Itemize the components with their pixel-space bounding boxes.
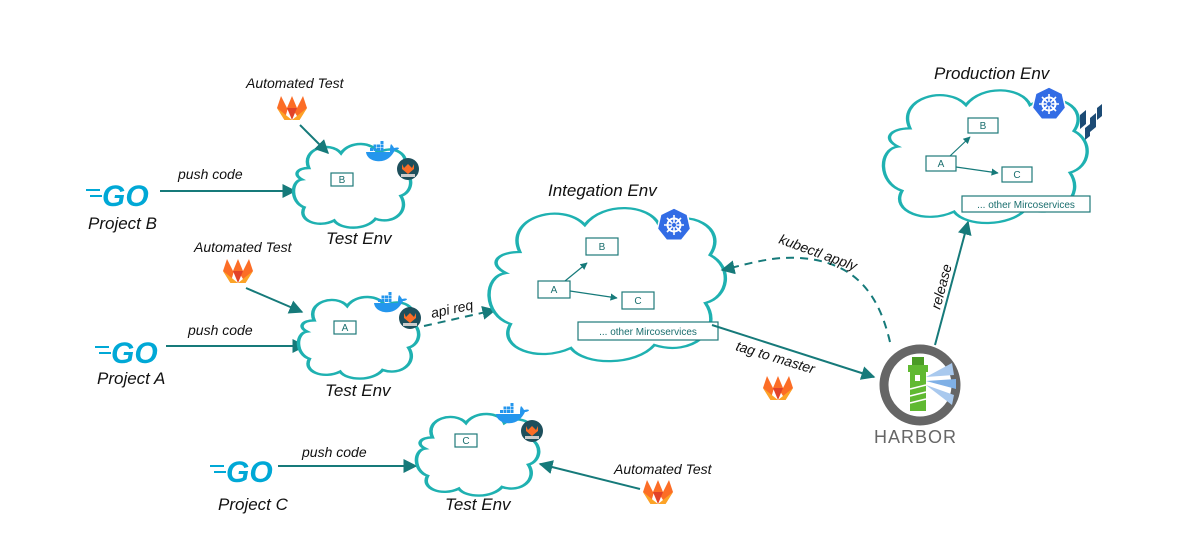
a-to-c-edge (955, 166, 999, 176)
rancher-icon (1080, 104, 1102, 140)
release-edge (934, 220, 972, 346)
service-label: C (634, 296, 641, 307)
project-a-group: GO Project A (95, 337, 165, 388)
api-req-edge (423, 305, 497, 327)
service-label: C (1013, 170, 1020, 181)
gitlab-icon (277, 96, 307, 120)
test-env-b-label: Test Env (326, 229, 393, 248)
gitlab-runner-icon (397, 158, 419, 180)
service-box-b (967, 117, 999, 134)
a-to-b-edge (564, 262, 588, 282)
go-logo-icon: GO (210, 456, 273, 489)
tag-to-master-label: tag to master (734, 338, 818, 378)
automated-test-label-b: Automated Test (245, 75, 345, 91)
push-code-label-c: push code (301, 444, 367, 460)
kubernetes-icon (656, 207, 692, 242)
test-env-b-cloud: B (294, 141, 419, 228)
gitlab-icon (643, 480, 673, 504)
automated-test-edge-c (538, 460, 641, 490)
gitlab-runner-icon (521, 420, 543, 442)
project-c-group: GO Project C (210, 456, 289, 514)
production-env-cloud: B A C ... other Mircoservices (883, 87, 1102, 223)
go-logo-text: GO (226, 456, 273, 489)
project-a-label: Project A (97, 369, 165, 388)
service-box-a (537, 280, 571, 299)
tag-to-master-edge (711, 324, 876, 380)
service-box-a (925, 155, 957, 172)
project-b-group: GO Project B (86, 180, 157, 233)
service-box-b (330, 172, 354, 187)
test-env-a-cloud: A (299, 292, 421, 379)
lighthouse-icon (910, 371, 926, 411)
automated-test-edge-a (245, 287, 304, 314)
service-label: C (462, 436, 469, 447)
go-logo-text: GO (102, 180, 149, 213)
automated-test-label-a: Automated Test (193, 239, 293, 255)
go-logo-icon: GO (86, 180, 149, 213)
other-microservices-label: ... other Mircoservices (599, 327, 697, 338)
other-microservices-box (961, 195, 1091, 213)
api-req-label: api req (429, 296, 474, 321)
gitlab-icon (763, 376, 793, 400)
test-env-a-label: Test Env (325, 381, 392, 400)
service-label: A (938, 159, 945, 170)
harbor-registry (879, 344, 961, 426)
service-label: B (599, 242, 606, 253)
gitlab-icon (223, 259, 253, 283)
push-code-label-a: push code (187, 322, 253, 338)
service-box-c (621, 291, 655, 310)
test-env-c-label: Test Env (445, 495, 512, 514)
kubernetes-icon (1031, 86, 1067, 121)
service-label: A (342, 323, 349, 334)
other-microservices-box (577, 321, 719, 341)
kubectl-apply-label: kubectl apply (777, 231, 860, 274)
production-env-title: Production Env (934, 64, 1051, 83)
other-microservices-label: ... other Mircoservices (977, 200, 1075, 211)
integration-env-cloud: B A C ... other Mircoservices (489, 208, 725, 361)
push-code-label-b: push code (177, 166, 243, 182)
a-to-b-edge (949, 136, 971, 157)
project-b-label: Project B (88, 214, 157, 233)
kubectl-apply-edge (720, 256, 891, 343)
a-to-c-edge (569, 290, 618, 301)
service-label: B (980, 121, 987, 132)
integration-env-title: Integation Env (548, 181, 658, 200)
project-c-label: Project C (218, 495, 289, 514)
service-box-c (1001, 166, 1033, 183)
service-box-c (454, 433, 478, 448)
automated-test-label-c: Automated Test (613, 461, 713, 477)
automated-test-edge-b (299, 124, 329, 154)
service-label: B (339, 175, 346, 186)
service-label: A (551, 285, 558, 296)
go-logo-icon: GO (95, 337, 158, 370)
harbor-label: HARBOR (874, 427, 957, 447)
go-logo-text: GO (111, 337, 158, 370)
test-env-c-cloud: C (416, 403, 543, 496)
service-box-a (333, 320, 357, 335)
gitlab-runner-icon (399, 307, 421, 329)
service-box-b (585, 237, 619, 256)
